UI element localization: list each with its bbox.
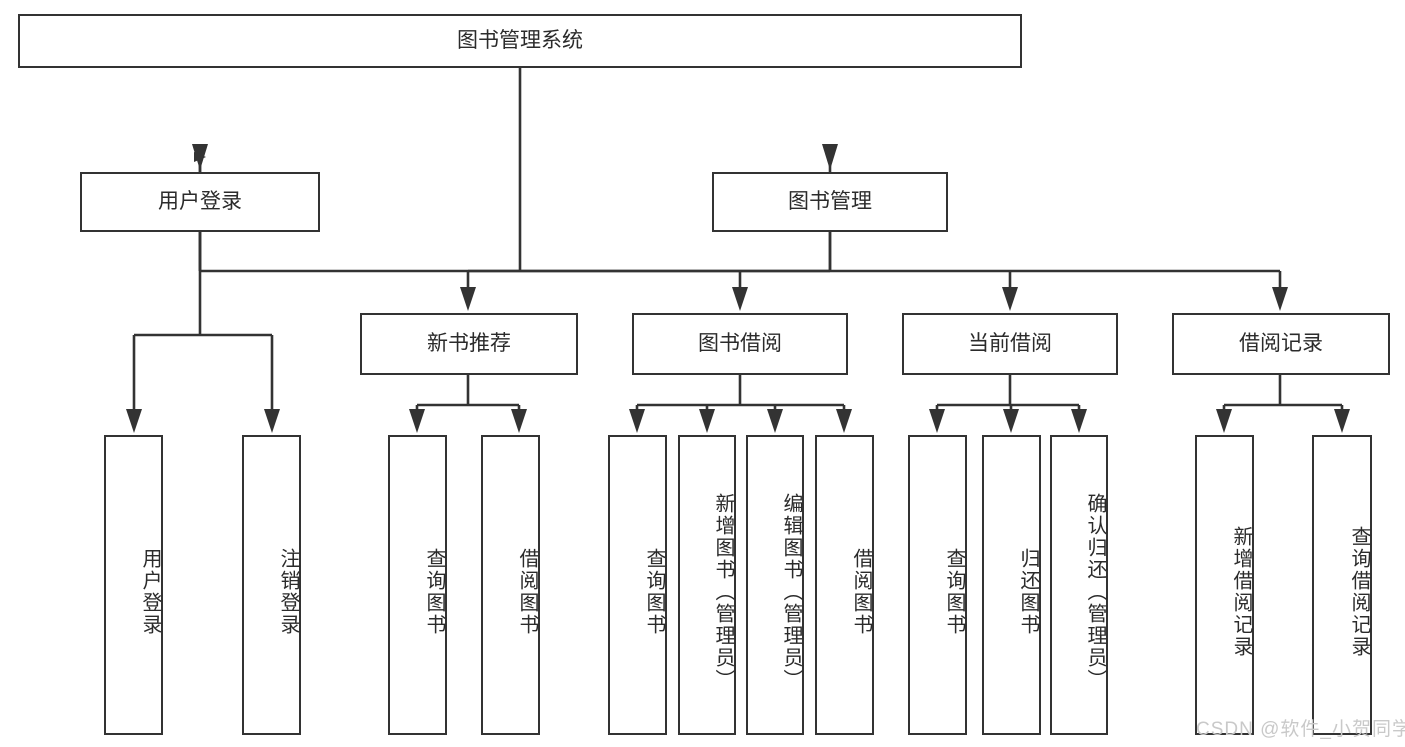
leaf-confirm-return-admin[interactable]: 确认归还（管理员）: [1050, 435, 1108, 735]
node-book-borrow[interactable]: 图书借阅: [632, 313, 848, 375]
node-book-management-group[interactable]: 图书管理: [712, 172, 948, 232]
leaf-borrow-book[interactable]: 借阅图书: [815, 435, 874, 735]
node-borrow-record[interactable]: 借阅记录: [1172, 313, 1390, 375]
leaf-borrow-book-recommend[interactable]: 借阅图书: [481, 435, 540, 735]
leaf-query-book-recommend[interactable]: 查询图书: [388, 435, 447, 735]
node-root-system[interactable]: 图书管理系统: [18, 14, 1022, 68]
leaf-add-borrow-record[interactable]: 新增借阅记录: [1195, 435, 1254, 735]
node-current-borrow[interactable]: 当前借阅: [902, 313, 1118, 375]
watermark-csdn: CSDN @软件_小贺同学: [1196, 719, 1405, 740]
node-new-book-recommend[interactable]: 新书推荐: [360, 313, 578, 375]
leaf-return-book[interactable]: 归还图书: [982, 435, 1041, 735]
leaf-edit-book-admin[interactable]: 编辑图书（管理员）: [746, 435, 804, 735]
leaf-add-book-admin[interactable]: 新增图书（管理员）: [678, 435, 736, 735]
leaf-query-book-borrow[interactable]: 查询图书: [608, 435, 667, 735]
node-user-login-group[interactable]: 用户登录: [80, 172, 320, 232]
leaf-user-login[interactable]: 用户登录: [104, 435, 163, 735]
leaf-user-logout[interactable]: 注销登录: [242, 435, 301, 735]
leaf-query-borrow-record[interactable]: 查询借阅记录: [1312, 435, 1372, 735]
leaf-query-book-current[interactable]: 查询图书: [908, 435, 967, 735]
